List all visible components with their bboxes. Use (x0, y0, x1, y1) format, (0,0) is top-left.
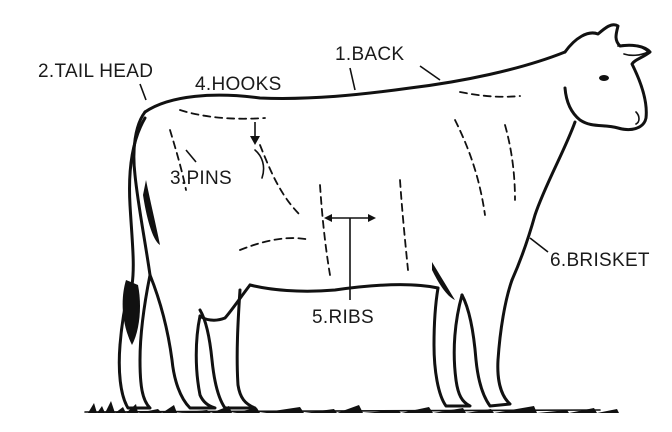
back-pointer-right (420, 66, 440, 80)
hooks-label: 4.HOOKS (195, 74, 282, 95)
brisket-label: 6.BRISKET (550, 250, 650, 271)
pins-label: 3.PINS (170, 168, 232, 189)
label-ribs: 5.RIBS (312, 214, 376, 328)
ground-grass (85, 401, 619, 413)
label-brisket: 6.BRISKET (530, 238, 650, 271)
tail-head-label: 2.TAIL HEAD (38, 61, 153, 82)
ribs-label: 5.RIBS (312, 307, 374, 328)
tail-head-pointer (140, 84, 146, 100)
back-pointer-left (350, 68, 355, 90)
label-back: 1.BACK (335, 44, 440, 90)
label-hooks: 4.HOOKS (195, 74, 282, 145)
back-label: 1.BACK (335, 44, 404, 65)
label-tail-head: 2.TAIL HEAD (38, 61, 153, 100)
label-pins: 3.PINS (170, 150, 232, 189)
pins-pointer (186, 150, 196, 162)
eye-icon (599, 75, 609, 81)
brisket-pointer (530, 238, 548, 252)
